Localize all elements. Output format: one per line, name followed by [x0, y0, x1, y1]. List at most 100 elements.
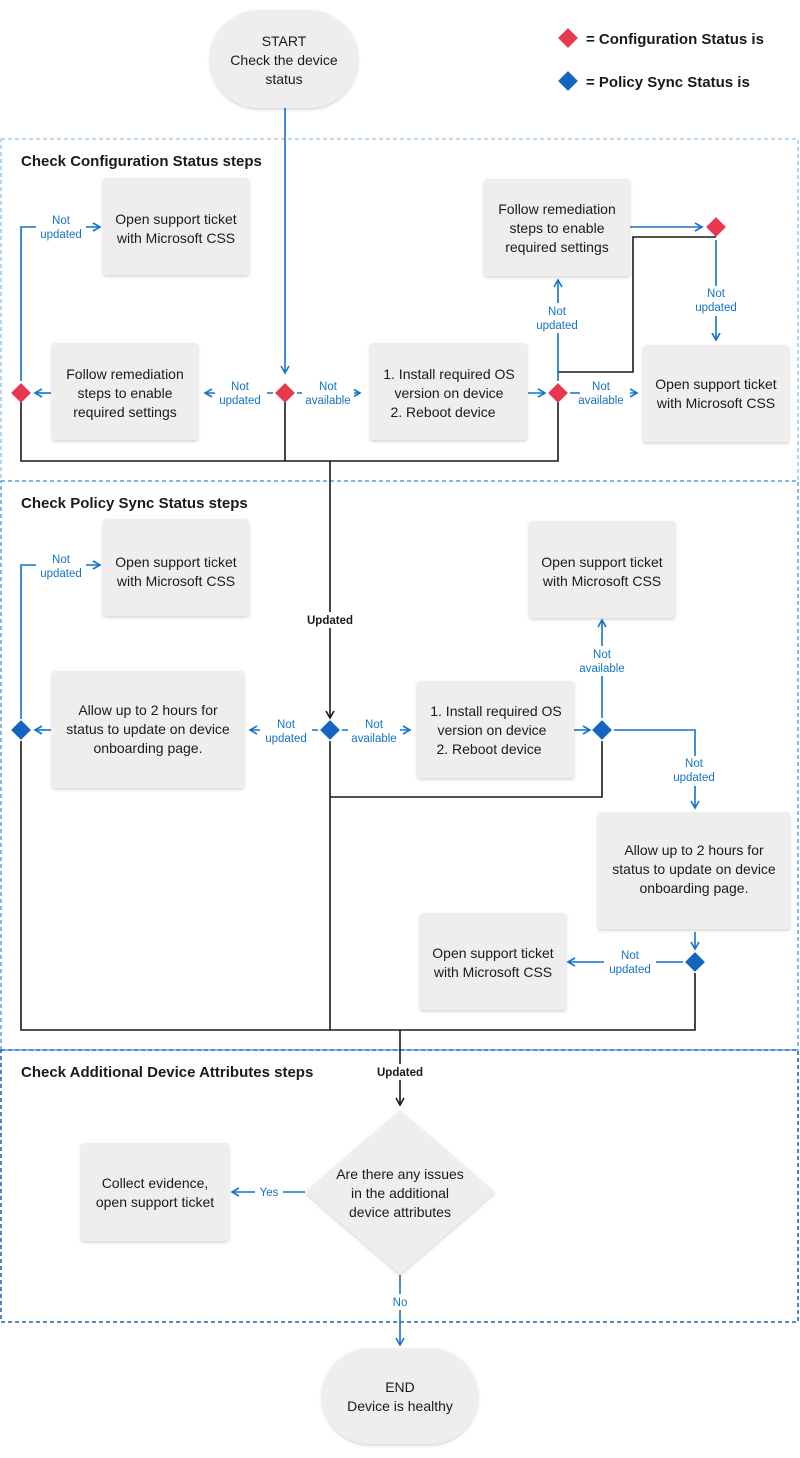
end-line1: END	[385, 1379, 415, 1395]
label-not-updated-5a: Not	[52, 554, 71, 566]
allow-left-line2: status to update on device	[66, 721, 230, 737]
start-line3: status	[265, 71, 302, 87]
start-node	[210, 10, 358, 108]
support1-line1: Open support ticket	[115, 211, 237, 227]
support-top2-line1: Open support ticket	[541, 554, 663, 570]
remed-left-line3: required settings	[73, 404, 177, 420]
label-not-updated-3a: Not	[548, 306, 567, 318]
label-not-updated-6a: Not	[277, 719, 296, 731]
label-yes: Yes	[260, 1187, 279, 1199]
install1-line3: 2. Reboot device	[390, 404, 495, 420]
config-diamond-top-right	[706, 217, 726, 237]
box-collect	[81, 1143, 229, 1241]
label-not-updated-1b: updated	[40, 229, 82, 241]
label-no: No	[393, 1297, 408, 1309]
config-diamond-center	[275, 383, 295, 403]
legend-policy-label: = Policy Sync Status is	[586, 74, 750, 91]
label-not-updated-7b: updated	[673, 772, 715, 784]
install1-line1: 1. Install required OS	[383, 366, 515, 382]
label-not-available-1b: available	[305, 395, 350, 407]
legend-policy-diamond	[558, 71, 578, 91]
policy-diamond-right	[592, 720, 612, 740]
label-not-updated-2b: updated	[219, 395, 261, 407]
label-not-updated-5b: updated	[40, 568, 82, 580]
box-allow-right	[598, 812, 790, 929]
decision-diamond	[305, 1110, 495, 1274]
edge-labels: Not updated Not updated Not available No…	[40, 215, 737, 1309]
label-not-updated-3b: updated	[536, 320, 578, 332]
label-not-updated-1a: Not	[52, 215, 71, 227]
label-not-updated-2a: Not	[231, 381, 250, 393]
support1-line2: with Microsoft CSS	[116, 230, 235, 246]
box-support-right-1	[643, 345, 789, 442]
support-right1-line1: Open support ticket	[655, 376, 777, 392]
install2-line1: 1. Install required OS	[430, 703, 562, 719]
remed-top-line1: Follow remediation	[498, 201, 616, 217]
install2-line3: 2. Reboot device	[436, 741, 541, 757]
support-top2-line2: with Microsoft CSS	[542, 573, 661, 589]
box-support-2	[103, 519, 249, 616]
support2-line2: with Microsoft CSS	[116, 573, 235, 589]
allow-left-line3: onboarding page.	[94, 740, 203, 756]
policy-diamond-bottom	[685, 952, 705, 972]
legend-config-diamond	[558, 28, 578, 48]
config-diamond-right	[548, 383, 568, 403]
label-not-available-4a: Not	[593, 649, 612, 661]
box-install-2	[417, 681, 574, 778]
end-node	[322, 1348, 478, 1444]
box-allow-left	[52, 671, 244, 788]
label-not-updated-7a: Not	[685, 758, 704, 770]
config-diamond-left	[11, 383, 31, 403]
remed-top-line2: steps to enable	[510, 220, 605, 236]
section-config-border	[0, 138, 799, 482]
decision-line1: Are there any issues	[336, 1166, 464, 1182]
label-not-updated-4b: updated	[695, 302, 737, 314]
section-additional-border	[0, 1049, 799, 1323]
support-bottom2-line2: with Microsoft CSS	[433, 964, 552, 980]
box-install-1	[370, 343, 527, 440]
box-support-top-2	[529, 521, 675, 618]
start-line1: START	[262, 33, 307, 49]
section-title-additional: Check Additional Device Attributes steps	[21, 1064, 313, 1081]
collect-line2: open support ticket	[96, 1194, 214, 1210]
start-line2: Check the device	[230, 52, 338, 68]
policy-diamond-center	[320, 720, 340, 740]
box-remediation-top	[484, 179, 630, 276]
legend-config-label: = Configuration Status is	[586, 31, 764, 48]
remed-top-line3: required settings	[505, 239, 609, 255]
collect-line1: Collect evidence,	[102, 1175, 209, 1191]
label-not-available-3b: available	[351, 733, 396, 745]
section-title-policy: Check Policy Sync Status steps	[21, 495, 248, 512]
box-support-1	[103, 178, 249, 275]
support2-line1: Open support ticket	[115, 554, 237, 570]
section-title-config: Check Configuration Status steps	[21, 153, 262, 170]
allow-right-line3: onboarding page.	[640, 880, 749, 896]
label-updated-2: Updated	[377, 1067, 423, 1079]
policy-diamond-left	[11, 720, 31, 740]
label-not-available-1a: Not	[319, 381, 338, 393]
decision-line2: in the additional	[351, 1185, 449, 1201]
label-not-available-3a: Not	[365, 719, 384, 731]
connector-lines	[20, 236, 716, 1107]
label-not-updated-8a: Not	[621, 950, 640, 962]
support-right1-line2: with Microsoft CSS	[656, 395, 775, 411]
box-remediation-left	[52, 343, 198, 440]
allow-left-line1: Allow up to 2 hours for	[78, 702, 218, 718]
install2-line2: version on device	[438, 722, 547, 738]
label-not-available-2a: Not	[592, 381, 611, 393]
label-not-available-4b: available	[579, 663, 624, 675]
allow-right-line1: Allow up to 2 hours for	[624, 842, 764, 858]
label-not-updated-4a: Not	[707, 288, 726, 300]
decision-line3: device attributes	[349, 1204, 451, 1220]
remed-left-line1: Follow remediation	[66, 366, 184, 382]
support-bottom2-line1: Open support ticket	[432, 945, 554, 961]
remed-left-line2: steps to enable	[78, 385, 173, 401]
label-not-updated-8b: updated	[609, 964, 651, 976]
end-line2: Device is healthy	[347, 1398, 453, 1414]
box-support-bottom-2	[420, 913, 566, 1010]
allow-right-line2: status to update on device	[612, 861, 776, 877]
label-not-available-2b: available	[578, 395, 623, 407]
label-not-updated-6b: updated	[265, 733, 307, 745]
install1-line2: version on device	[395, 385, 504, 401]
